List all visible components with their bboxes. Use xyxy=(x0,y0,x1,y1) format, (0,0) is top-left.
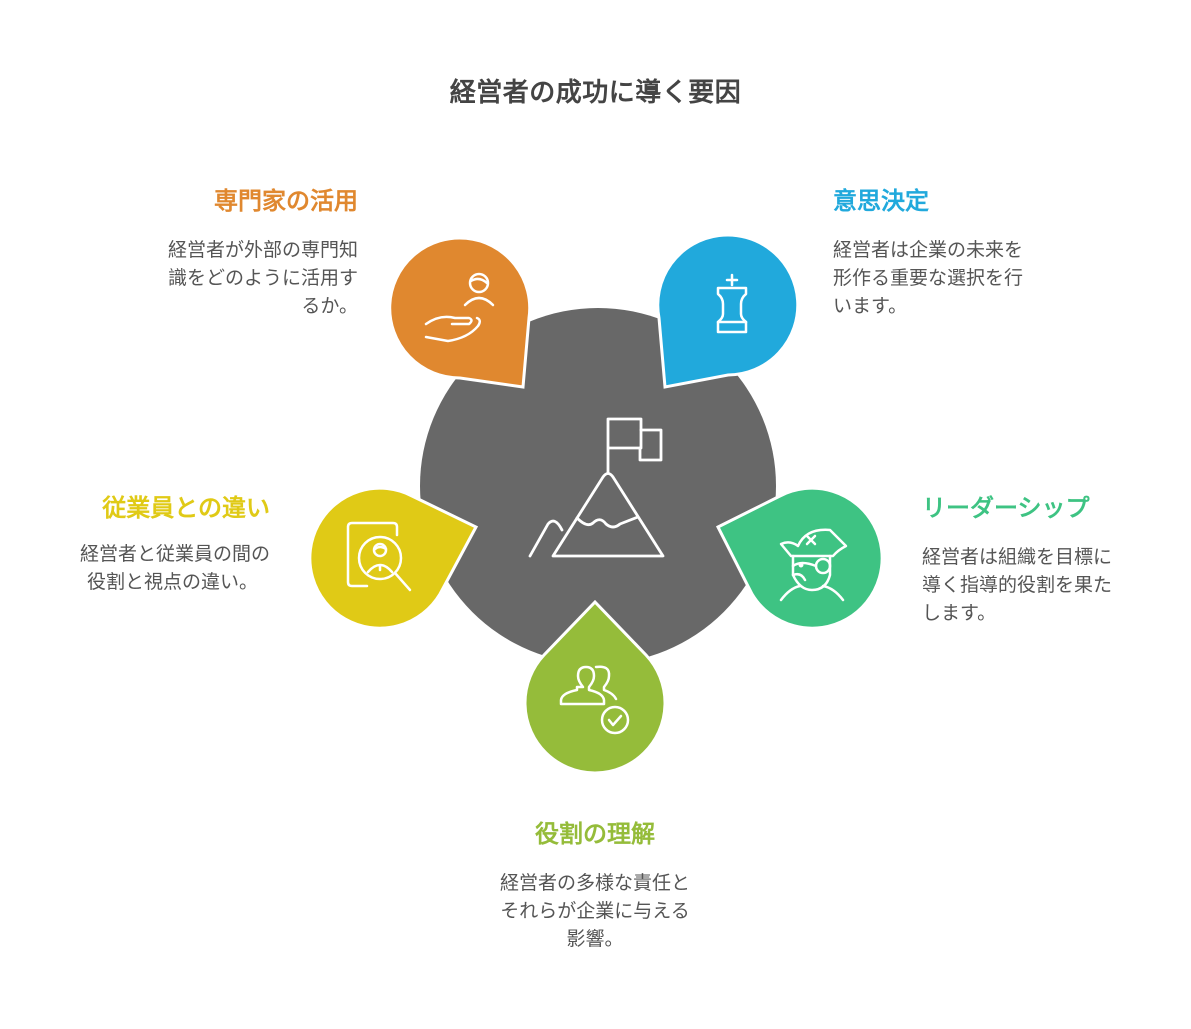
description-line: 経営者が外部の専門知 xyxy=(167,239,358,261)
factor-role-node xyxy=(523,599,667,775)
description-line: 導く指導的役割を果た xyxy=(922,574,1113,596)
description-line: 経営者と従業員の間の xyxy=(79,543,270,565)
factor-role-description: 経営者の多様な責任と それらが企業に与える 影響。 xyxy=(445,869,745,953)
description-line: 経営者は企業の未来を xyxy=(833,239,1024,261)
factor-decision-description: 経営者は企業の未来を 形作る重要な選択を行 います。 xyxy=(833,236,1073,320)
factor-decision-heading: 意思決定 xyxy=(833,187,929,215)
description-line: します。 xyxy=(922,602,997,624)
factor-decision-node xyxy=(656,233,800,389)
factor-leadership-node xyxy=(715,486,884,630)
factor-employee-node xyxy=(308,486,479,630)
description-line: 経営者は組織を目標に xyxy=(922,546,1113,568)
description-line: 経営者の多様な責任と xyxy=(499,872,690,894)
factor-expert-description: 経営者が外部の専門知 識をどのように活用す るか。 xyxy=(118,236,358,320)
description-line: 形作る重要な選択を行 xyxy=(833,267,1024,289)
pirate-captain-icon xyxy=(779,528,848,602)
mountain-flag-icon xyxy=(528,417,665,558)
hand-person-icon xyxy=(424,272,495,343)
factor-expert-heading: 専門家の活用 xyxy=(214,187,358,215)
factor-employee-heading: 従業員との違い xyxy=(102,494,270,522)
description-line: います。 xyxy=(833,295,908,317)
chess-king-icon xyxy=(716,273,748,334)
description-line: 役割と視点の違い。 xyxy=(86,571,258,593)
person-search-icon xyxy=(346,521,412,592)
factor-role-heading: 役割の理解 xyxy=(535,820,655,848)
factor-expert-node xyxy=(388,236,532,389)
description-line: 識をどのように活用す xyxy=(167,267,358,289)
factor-employee-description: 経営者と従業員の間の 役割と視点の違い。 xyxy=(30,540,270,596)
diagram-title: 経営者の成功に導く要因 xyxy=(449,78,742,108)
description-line: それらが企業に与える xyxy=(500,900,690,922)
factor-leadership-heading: リーダーシップ xyxy=(922,494,1090,522)
users-check-icon xyxy=(559,665,630,735)
description-line: るか。 xyxy=(301,295,358,317)
description-line: 影響。 xyxy=(566,928,624,950)
factor-leadership-description: 経営者は組織を目標に 導く指導的役割を果た します。 xyxy=(922,543,1162,627)
